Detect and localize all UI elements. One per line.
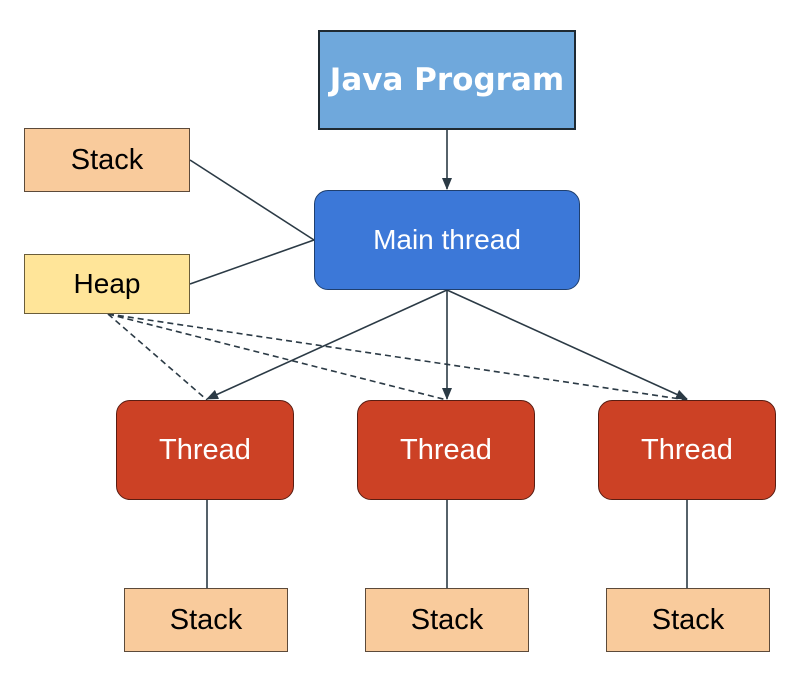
heap-node: Heap <box>24 254 190 314</box>
thread-node-1: Thread <box>116 400 294 500</box>
edge-main-thread-to-thread-3 <box>446 289 688 400</box>
thread-node-3: Thread <box>598 400 776 500</box>
main-thread-stack-node: Stack <box>24 128 190 192</box>
thread-stack-node-2: Stack <box>365 588 529 652</box>
edge-main-thread-to-thread-1 <box>206 289 448 400</box>
thread-node-2: Thread <box>357 400 535 500</box>
edge-heap-to-thread-1 <box>107 313 208 401</box>
java-program-node: Java Program <box>318 30 576 130</box>
thread-stack-node-3: Stack <box>606 588 770 652</box>
edge-heap-to-main-thread <box>189 239 315 285</box>
thread-stack-node-1: Stack <box>124 588 288 652</box>
edge-heap-to-thread-3 <box>107 313 688 401</box>
edge-heap-to-thread-2 <box>107 313 448 401</box>
main-thread-node: Main thread <box>314 190 580 290</box>
edge-main-stack-to-main-thread <box>189 159 315 241</box>
